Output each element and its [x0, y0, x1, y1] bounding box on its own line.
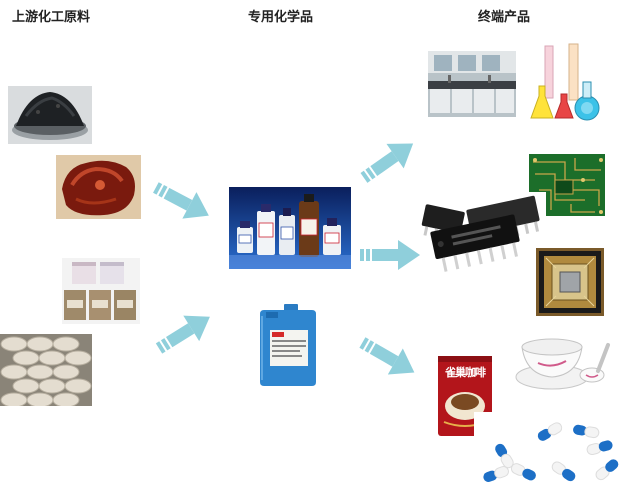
- black-powder-image: [8, 86, 92, 144]
- blue-chemical-drum-image: [252, 304, 324, 386]
- arrow-drum-to-consumer: [356, 334, 426, 384]
- arrow-reagents-to-electronics: [358, 230, 428, 280]
- column-title-end-products: 终端产品: [478, 10, 531, 25]
- laboratory-image: [428, 51, 516, 117]
- column-title-raw-materials: 上游化工原料: [12, 10, 91, 25]
- cpu-chip-image: [536, 248, 604, 316]
- arrow-reagents-to-lab: [356, 134, 426, 184]
- colored-glassware-image: [525, 42, 607, 124]
- circuit-board-image: [525, 150, 609, 220]
- coffee-brand-label: 雀巢咖啡: [445, 366, 486, 379]
- stacked-sacks-image: [0, 334, 92, 406]
- arrow-raw-to-reagents: [150, 178, 220, 228]
- column-title-specialty-chemicals: 专用化学品: [248, 10, 314, 25]
- integrated-circuit-chips-image: [420, 192, 546, 284]
- reagent-bottles-image: [229, 187, 351, 269]
- arrow-raw-to-drum: [152, 306, 222, 356]
- powder-buckets-image: [62, 258, 140, 324]
- ceramic-bowl-spoon-image: [512, 327, 612, 393]
- red-resin-image: [56, 155, 141, 219]
- capsules-image: [474, 412, 620, 496]
